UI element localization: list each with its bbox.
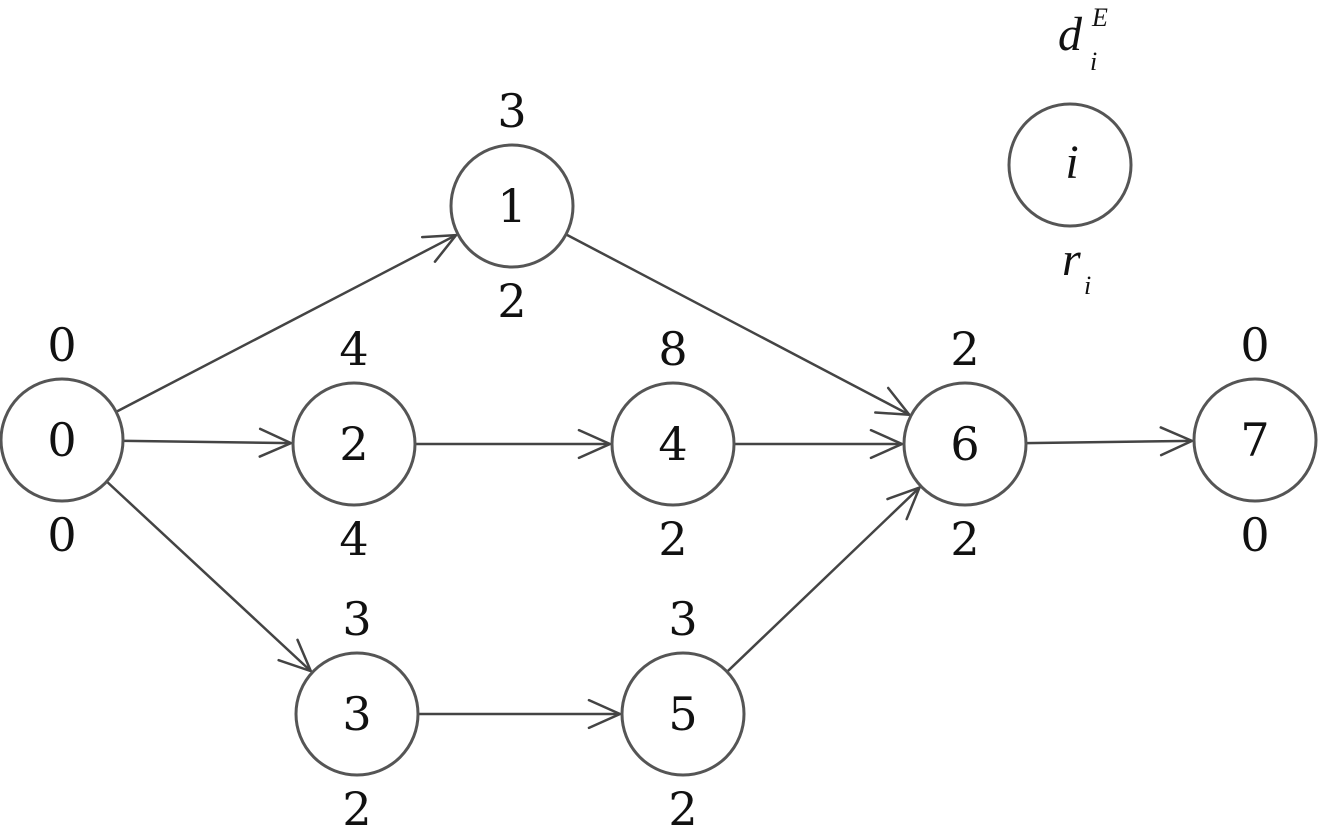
node-circle bbox=[610, 381, 736, 507]
node-top-value: 2 bbox=[950, 322, 979, 376]
edge-line bbox=[726, 486, 921, 673]
edge-arrowhead bbox=[258, 427, 293, 458]
node-circle bbox=[620, 651, 746, 777]
edge-arrowhead bbox=[277, 638, 313, 673]
node-id-label: 7 bbox=[1240, 413, 1269, 467]
node-bottom-value: 2 bbox=[658, 512, 687, 566]
node-bottom-value: 2 bbox=[342, 782, 371, 836]
node-circle bbox=[294, 651, 420, 777]
node-id-label: 1 bbox=[497, 179, 526, 233]
legend-top-label-main: d bbox=[1058, 8, 1083, 61]
edge-line bbox=[105, 480, 312, 673]
node-4: 4 8 2 bbox=[610, 322, 736, 566]
node-id-label: 6 bbox=[950, 417, 979, 471]
node-3: 3 3 2 bbox=[294, 592, 420, 836]
edge-0-2 bbox=[122, 427, 293, 458]
node-0: 0 0 0 bbox=[0, 318, 125, 562]
legend-top-label-sub: i bbox=[1090, 47, 1097, 76]
legend-bottom-label-main: r bbox=[1062, 233, 1081, 286]
edge-arrowhead bbox=[1159, 426, 1194, 457]
node-circle bbox=[1192, 377, 1318, 503]
node-5: 5 3 2 bbox=[620, 592, 746, 836]
node-bottom-value: 4 bbox=[339, 512, 368, 566]
edge-arrowhead bbox=[577, 428, 612, 460]
node-top-value: 0 bbox=[1240, 318, 1269, 372]
node-top-value: 4 bbox=[339, 322, 368, 376]
node-circle bbox=[0, 377, 125, 503]
node-top-value: 3 bbox=[668, 592, 697, 646]
edge-0-3 bbox=[105, 480, 313, 673]
node-circle bbox=[291, 381, 417, 507]
node-id-label: 4 bbox=[658, 417, 687, 471]
edge-arrowhead bbox=[874, 386, 911, 416]
node-top-value: 0 bbox=[47, 318, 76, 372]
legend-bottom-label-sub: i bbox=[1084, 271, 1091, 300]
edge-arrowhead bbox=[886, 486, 921, 521]
edges-layer bbox=[105, 233, 1194, 730]
edge-6-7 bbox=[1025, 426, 1194, 457]
edge-line bbox=[1025, 439, 1193, 445]
node-bottom-value: 0 bbox=[47, 508, 76, 562]
edge-line bbox=[115, 233, 457, 413]
legend-node-label: i bbox=[1065, 136, 1078, 189]
nodes-layer: 0 0 0 1 3 2 2 4 4 3 3 2 4 8 2 5 3 2 6 2 2 7 0 0 bbox=[0, 84, 1318, 836]
edge-arrowhead bbox=[869, 428, 904, 460]
edge-line bbox=[565, 233, 910, 416]
edge-arrowhead bbox=[420, 233, 458, 263]
node-id-label: 2 bbox=[339, 417, 368, 471]
edge-0-1 bbox=[115, 233, 458, 413]
node-bottom-value: 0 bbox=[1240, 508, 1269, 562]
node-top-value: 8 bbox=[658, 322, 687, 376]
node-circle bbox=[902, 381, 1028, 507]
edge-2-4 bbox=[415, 428, 612, 460]
node-top-value: 3 bbox=[497, 84, 526, 138]
node-1: 1 3 2 bbox=[449, 84, 575, 328]
edge-5-6 bbox=[726, 486, 921, 673]
node-bottom-value: 2 bbox=[668, 782, 697, 836]
legend-top-label: d bbox=[1058, 8, 1083, 61]
node-bottom-value: 2 bbox=[497, 274, 526, 328]
edge-4-6 bbox=[734, 428, 904, 460]
edge-3-5 bbox=[418, 698, 622, 730]
node-bottom-value: 2 bbox=[950, 512, 979, 566]
edge-line bbox=[122, 439, 292, 445]
node-id-label: 5 bbox=[668, 687, 697, 741]
node-id-label: 0 bbox=[47, 413, 76, 467]
node-6: 6 2 2 bbox=[902, 322, 1028, 566]
legend-top-label-sup: E bbox=[1091, 3, 1108, 32]
node-7: 7 0 0 bbox=[1192, 318, 1318, 562]
node-2: 2 4 4 bbox=[291, 322, 417, 566]
legend: i d E i r i bbox=[1007, 3, 1133, 300]
node-id-label: 3 bbox=[342, 687, 371, 741]
edge-arrowhead bbox=[587, 698, 622, 730]
edge-1-6 bbox=[565, 233, 911, 416]
node-top-value: 3 bbox=[342, 592, 371, 646]
legend-node-circle bbox=[1007, 102, 1133, 228]
node-circle bbox=[449, 143, 575, 269]
